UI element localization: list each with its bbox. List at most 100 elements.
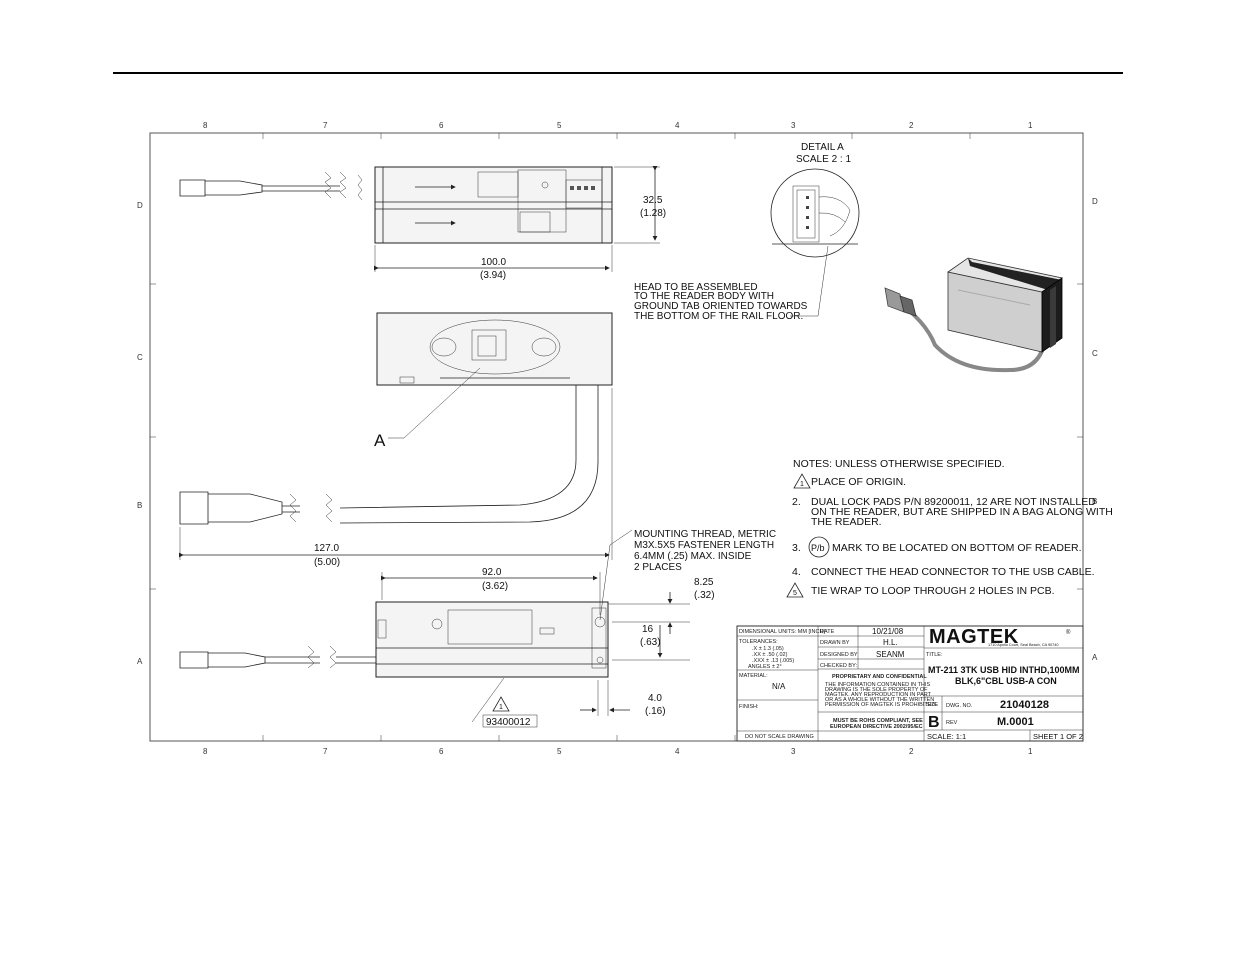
zone-column-top: 1 bbox=[1028, 121, 1033, 130]
svg-text:EUROPEAN DIRECTIVE 2002/95/EC: EUROPEAN DIRECTIVE 2002/95/EC bbox=[830, 724, 923, 730]
bottom-view bbox=[179, 601, 609, 678]
dim-edge-in: (.32) bbox=[694, 590, 715, 601]
zone-column-bottom: 1 bbox=[1028, 747, 1033, 756]
dim-thickness-in: (.16) bbox=[645, 706, 666, 717]
front-view bbox=[179, 312, 613, 525]
svg-text:DATE: DATE bbox=[820, 629, 835, 635]
zone-column-bottom: 4 bbox=[675, 747, 680, 756]
dim-hole-in: (.63) bbox=[640, 637, 661, 648]
note-3-mark: P/b bbox=[811, 543, 825, 553]
dim-cable-mm: 127.0 bbox=[314, 543, 339, 554]
svg-text:.XXX ± .13 (.005): .XXX ± .13 (.005) bbox=[752, 658, 794, 664]
svg-text:DIMENSIONAL UNITS: MM [INCH]: DIMENSIONAL UNITS: MM [INCH] bbox=[739, 629, 825, 635]
zone-column-top: 8 bbox=[203, 121, 208, 130]
note-2-line-1: DUAL LOCK PADS P/N 89200011, 12 ARE NOT … bbox=[811, 496, 1096, 508]
dimension-cable bbox=[179, 388, 613, 560]
detail-scale: SCALE 2 : 1 bbox=[796, 154, 851, 165]
svg-text:CHECKED BY:: CHECKED BY: bbox=[820, 663, 857, 669]
page-top-rule bbox=[113, 72, 1123, 74]
zone-column-bottom: 5 bbox=[557, 747, 562, 756]
dim-height-in: (1.28) bbox=[640, 208, 666, 219]
drawing-title-line-2: BLK,6"CBL USB-A CON bbox=[955, 676, 1057, 686]
detail-leader bbox=[388, 367, 481, 439]
svg-text:THE BOTTOM OF THE RAIL FLOOR.: THE BOTTOM OF THE RAIL FLOOR. bbox=[634, 311, 803, 322]
svg-text:ANGLES ± 2°: ANGLES ± 2° bbox=[748, 664, 782, 670]
svg-text:SIZE: SIZE bbox=[926, 702, 939, 708]
svg-text:REV: REV bbox=[946, 720, 958, 726]
detail-title: DETAIL A bbox=[801, 142, 844, 153]
zone-column-bottom: 3 bbox=[791, 747, 796, 756]
zone-column-bottom: 7 bbox=[323, 747, 328, 756]
dimension-thickness bbox=[580, 680, 630, 716]
drawn-value: H.L. bbox=[883, 638, 898, 647]
svg-text:5: 5 bbox=[793, 590, 797, 597]
dimension-spacing bbox=[381, 572, 601, 615]
company-logo: MAGTEK bbox=[929, 626, 1019, 648]
zone-row-right: A bbox=[1092, 653, 1098, 662]
svg-text:M3X.5X5 FASTENER LENGTH: M3X.5X5 FASTENER LENGTH bbox=[634, 540, 774, 551]
zone-column-bottom: 2 bbox=[909, 747, 914, 756]
svg-text:PROPRIETARY AND CONFIDENTIAL: PROPRIETARY AND CONFIDENTIAL bbox=[832, 674, 927, 680]
svg-text:®: ® bbox=[1066, 629, 1071, 636]
svg-text:TITLE:: TITLE: bbox=[926, 652, 943, 658]
zone-row-left: B bbox=[137, 501, 142, 510]
svg-text:TO THE READER BODY WITH: TO THE READER BODY WITH bbox=[634, 291, 774, 302]
svg-text:MATERIAL:: MATERIAL: bbox=[739, 673, 768, 679]
drawing-title-line-1: MT-211 3TK USB HID INTHD,100MM bbox=[928, 665, 1080, 675]
svg-text:DO NOT SCALE DRAWING: DO NOT SCALE DRAWING bbox=[745, 734, 814, 740]
part-number: 93400012 bbox=[486, 717, 531, 728]
notes-header: NOTES: UNLESS OTHERWISE SPECIFIED. bbox=[793, 458, 1005, 470]
dim-spacing-mm: 92.0 bbox=[482, 567, 502, 578]
svg-text:6.4MM (.25) MAX. INSIDE: 6.4MM (.25) MAX. INSIDE bbox=[634, 551, 752, 562]
dim-height-mm: 32.5 bbox=[643, 195, 663, 206]
svg-text:DRAWING IS THE SOLE PROPERTY O: DRAWING IS THE SOLE PROPERTY OF bbox=[825, 687, 928, 693]
svg-text:DWG. NO.: DWG. NO. bbox=[946, 703, 973, 709]
size-value: B bbox=[928, 714, 940, 731]
notes-block: NOTES: UNLESS OTHERWISE SPECIFIED. 1 PLA… bbox=[786, 458, 1113, 598]
svg-text:TOLERANCES:: TOLERANCES: bbox=[739, 639, 778, 645]
svg-text:THE INFORMATION CONTAINED IN T: THE INFORMATION CONTAINED IN THIS bbox=[825, 682, 930, 688]
svg-text:1: 1 bbox=[800, 481, 804, 488]
dim-edge-mm: 8.25 bbox=[694, 577, 714, 588]
dimension-height bbox=[614, 166, 660, 244]
dim-length-in: (3.94) bbox=[480, 270, 506, 281]
svg-text:GROUND TAB ORIENTED TOWARDS: GROUND TAB ORIENTED TOWARDS bbox=[634, 301, 808, 312]
svg-text:PERMISSION OF MAGTEK IS PROHIB: PERMISSION OF MAGTEK IS PROHIBITED. bbox=[825, 702, 937, 708]
svg-text:MOUNTING THREAD, METRIC: MOUNTING THREAD, METRIC bbox=[634, 529, 776, 540]
svg-text:2.: 2. bbox=[792, 496, 801, 508]
date-value: 10/21/08 bbox=[872, 627, 904, 636]
zone-row-right: D bbox=[1092, 197, 1098, 206]
zone-row-left: A bbox=[137, 657, 143, 666]
zone-column-top: 3 bbox=[791, 121, 796, 130]
zone-row-right: B bbox=[1092, 497, 1097, 506]
svg-text:2 PLACES: 2 PLACES bbox=[634, 562, 682, 573]
zone-column-top: 4 bbox=[675, 121, 680, 130]
dimension-length bbox=[374, 245, 613, 272]
svg-text:.XX ± .50 (.02): .XX ± .50 (.02) bbox=[752, 652, 788, 658]
svg-text:4.: 4. bbox=[792, 566, 801, 578]
detail-a-view bbox=[770, 168, 860, 317]
note-2-line-2: ON THE READER, BUT ARE SHIPPED IN A BAG … bbox=[811, 506, 1113, 518]
svg-text:MUST BE ROHS COMPLIANT, SEE: MUST BE ROHS COMPLIANT, SEE bbox=[833, 718, 923, 724]
revision: M.0001 bbox=[997, 716, 1034, 728]
svg-text:DESIGNED BY: DESIGNED BY bbox=[820, 652, 858, 658]
svg-text:FINISH:: FINISH: bbox=[739, 704, 759, 710]
drawing-number: 21040128 bbox=[1000, 699, 1049, 711]
zone-column-top: 6 bbox=[439, 121, 444, 130]
dim-spacing-in: (3.62) bbox=[482, 581, 508, 592]
origin-flag-leader bbox=[471, 677, 538, 728]
designed-value: SEANM bbox=[876, 650, 905, 659]
zone-column-bottom: 8 bbox=[203, 747, 208, 756]
svg-text:1710 Apollo Court, Seal Beach,: 1710 Apollo Court, Seal Beach, CA 90740 bbox=[988, 643, 1059, 647]
zone-row-right: C bbox=[1092, 349, 1098, 358]
note-4: CONNECT THE HEAD CONNECTOR TO THE USB CA… bbox=[811, 566, 1095, 578]
mounting-callout: MOUNTING THREAD, METRIC M3X.5X5 FASTENER… bbox=[599, 529, 776, 621]
svg-text:3.: 3. bbox=[792, 542, 801, 554]
zone-column-bottom: 6 bbox=[439, 747, 444, 756]
scale-value: SCALE: 1:1 bbox=[927, 732, 966, 741]
svg-text:.X ± 1.3 (.05): .X ± 1.3 (.05) bbox=[752, 646, 784, 652]
dim-length-mm: 100.0 bbox=[481, 257, 506, 268]
zone-column-top: 5 bbox=[557, 121, 562, 130]
top-view bbox=[179, 166, 613, 244]
